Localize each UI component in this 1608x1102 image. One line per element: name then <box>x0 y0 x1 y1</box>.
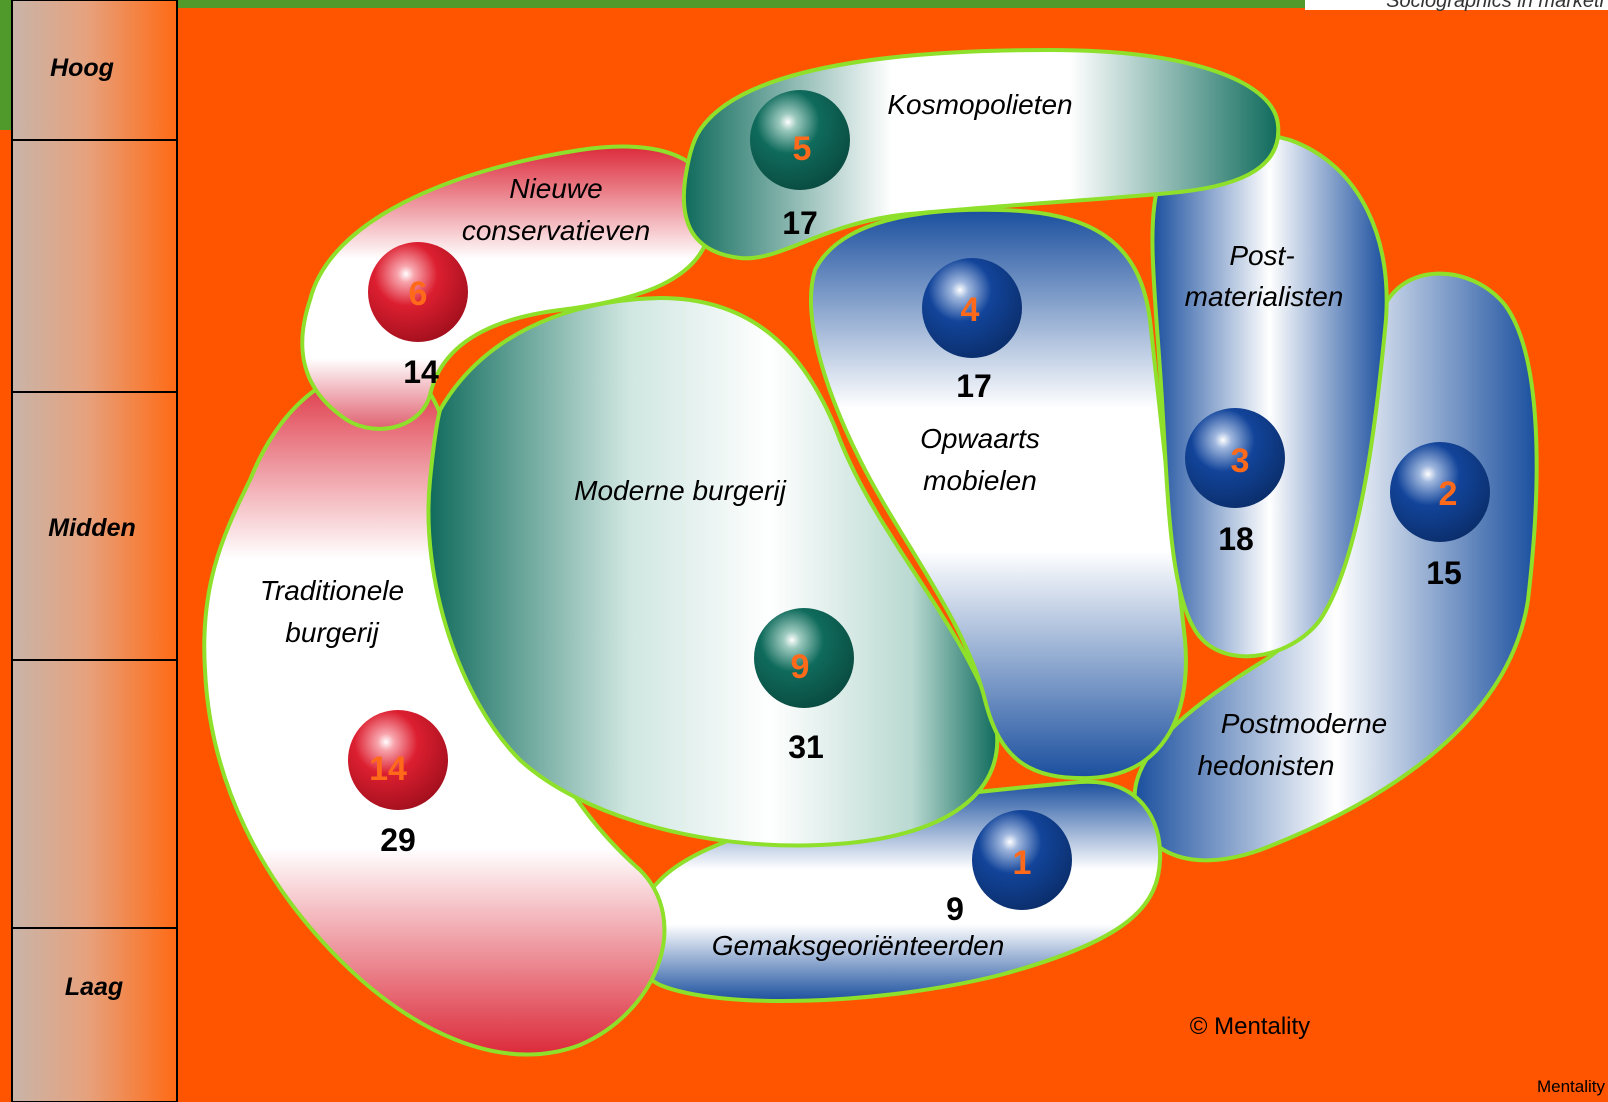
scale-label-laag: Laag <box>65 973 123 1001</box>
sphere-postmaterialisten <box>1185 408 1285 508</box>
scale-label-hoog: Hoog <box>50 54 114 82</box>
segment-number-opwaarts-mobielen: 4 <box>961 291 980 329</box>
segment-value-kosmopolieten: 17 <box>782 205 818 241</box>
left-green-edge <box>0 0 12 130</box>
segment-label-postmaterialisten-line2: materialisten <box>1185 281 1344 312</box>
segment-label-moderne-burgerij: Moderne burgerij <box>574 475 786 506</box>
segment-number-gemaksgeorienteerden: 1 <box>1013 844 1032 882</box>
segment-label-opwaarts-mobielen-line1: Opwaarts <box>920 423 1040 454</box>
segment-number-nieuwe-conservatieven: 6 <box>409 275 428 313</box>
segment-value-opwaarts-mobielen: 17 <box>956 368 992 404</box>
segment-shape-postmaterialisten <box>1150 132 1389 659</box>
segment-value-nieuwe-conservatieven: 14 <box>403 354 439 390</box>
segment-number-postmoderne-hedonisten: 2 <box>1439 475 1458 513</box>
segment-shape-nieuwe-conservatieven <box>300 144 715 431</box>
sphere-postmoderne-hedonisten <box>1390 442 1490 542</box>
segment-label-kosmopolieten: Kosmopolieten <box>887 89 1072 120</box>
segment-number-postmaterialisten: 3 <box>1231 442 1250 480</box>
scale-label-midden: Midden <box>48 514 136 542</box>
segment-value-postmaterialisten: 18 <box>1218 521 1254 557</box>
corner-title: Sociographics in marketi <box>1386 0 1604 12</box>
segment-label-postmaterialisten-line1: Post- <box>1229 240 1294 271</box>
sphere-nieuwe-conservatieven <box>368 242 468 342</box>
copyright-text: © Mentality <box>1190 1013 1310 1040</box>
segment-number-traditionele-burgerij: 14 <box>369 750 407 788</box>
sphere-gemaksgeorienteerden <box>972 810 1072 910</box>
segment-value-moderne-burgerij: 31 <box>788 729 824 765</box>
brand-text: Mentality <box>1537 1077 1606 1096</box>
corner-box <box>1305 0 1608 10</box>
header-strip <box>0 0 1608 8</box>
segment-shape-moderne-burgerij <box>426 295 1000 848</box>
scale-column: Hoog Midden Laag <box>11 0 178 1102</box>
sphere-traditionele-burgerij <box>348 710 448 810</box>
segment-value-gemaksgeorienteerden: 9 <box>946 891 964 927</box>
segment-label-nieuwe-conservatieven-line2: conservatieven <box>462 215 650 246</box>
segment-label-gemaksgeorienteerden: Gemaksgeoriënteerden <box>712 930 1005 961</box>
sphere-kosmopolieten <box>750 90 850 190</box>
segment-shape-opwaarts-mobielen <box>809 207 1188 781</box>
sphere-opwaarts-mobielen <box>922 258 1022 358</box>
segment-label-nieuwe-conservatieven-line1: Nieuwe <box>509 173 602 204</box>
segment-label-traditionele-burgerij-line1: Traditionele <box>260 575 404 606</box>
segment-number-moderne-burgerij: 9 <box>791 648 810 686</box>
segment-value-postmoderne-hedonisten: 15 <box>1426 555 1462 591</box>
segment-label-opwaarts-mobielen-line2: mobielen <box>923 465 1037 496</box>
segment-label-traditionele-burgerij-line2: burgerij <box>285 617 379 648</box>
segment-value-traditionele-burgerij: 29 <box>380 822 416 858</box>
segment-number-kosmopolieten: 5 <box>793 130 812 168</box>
sphere-moderne-burgerij <box>754 608 854 708</box>
segment-label-postmoderne-hedonisten-line2: hedonisten <box>1197 750 1334 781</box>
segment-label-postmoderne-hedonisten-line1: Postmoderne <box>1221 708 1388 739</box>
